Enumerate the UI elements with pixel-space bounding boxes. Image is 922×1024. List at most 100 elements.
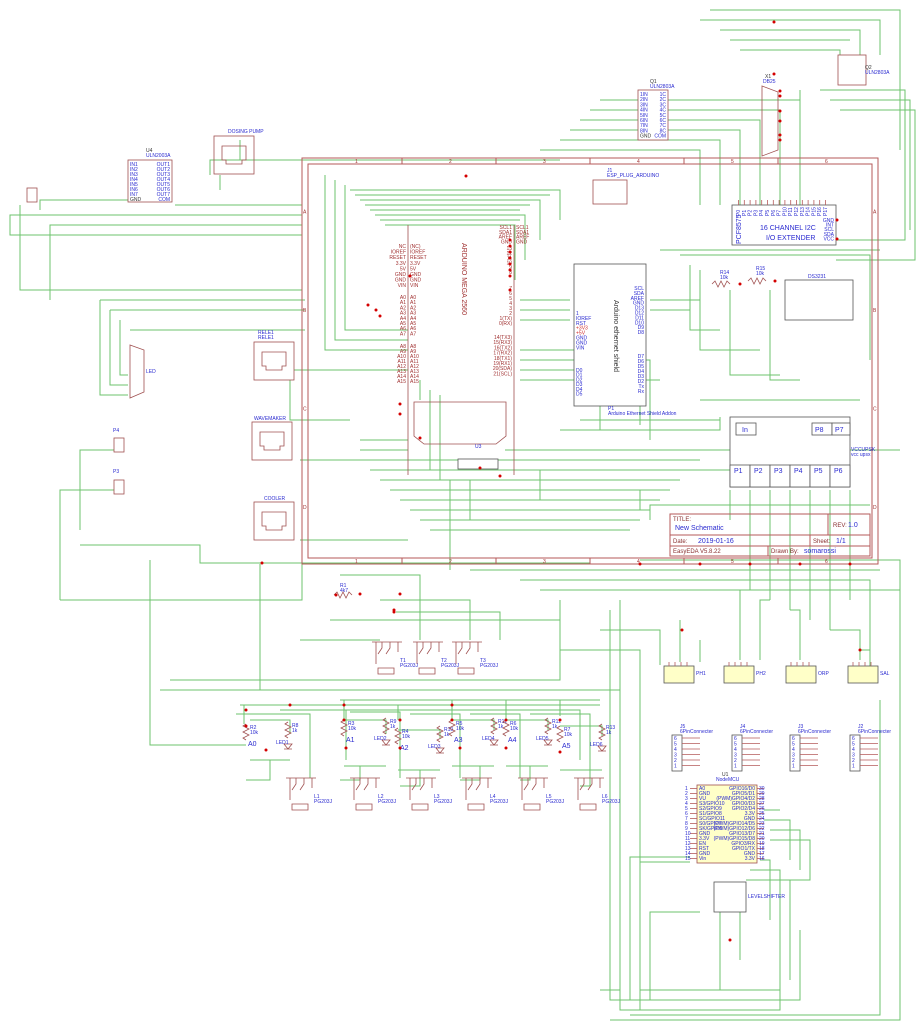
wire (280, 709, 581, 760)
vccupsx-sublabel: vcc upsx (851, 452, 871, 458)
nodemcu-pin: GND (699, 831, 711, 837)
arduino-digital-pin: 9 (509, 265, 512, 271)
relay-value: PG203J (546, 799, 565, 805)
connector-p4[interactable]: P4 (113, 428, 125, 453)
pcf-pin: P1 (742, 210, 748, 216)
nodemcu-pin-num: 9 (685, 826, 688, 832)
pcf-chip: PCF8575 (736, 214, 743, 244)
eth-pin: D3 (638, 374, 645, 380)
pcf-pin: P11 (788, 207, 794, 216)
wavemaker-jack[interactable]: WAVEMAKER (251, 416, 293, 461)
cooler-jack[interactable]: COOLER (253, 496, 295, 541)
pcf-pin: P14 (806, 207, 812, 216)
connector-p3[interactable]: P3 (113, 469, 125, 495)
resistor-r15[interactable]: R15 10k (747, 266, 767, 285)
arduino-serial-pin: 21(SCL) (493, 371, 512, 377)
resistor-r14[interactable]: R14 10k (711, 270, 731, 288)
wire (109, 309, 305, 386)
sheet-label: Sheet: (813, 539, 831, 545)
eth-pin: GND (576, 336, 588, 342)
arduino-digital-pin: 13 (506, 246, 512, 252)
connector-top-left[interactable] (26, 187, 38, 203)
vcc-box-label: P7 (835, 427, 844, 434)
probe-ph2[interactable]: PH2 (723, 662, 766, 684)
nodemcu-pin: RST (699, 846, 709, 852)
resistor-r1[interactable]: R1 4k7 (333, 583, 353, 599)
rele-jack[interactable]: RELE1 RELE1 (253, 330, 295, 381)
probe-sal[interactable]: SAL (847, 662, 890, 684)
esp-plug-arduino[interactable]: J1 ESP_PLUG_ARDUINO (592, 168, 659, 205)
nodemcu-pin-num: 13 (685, 846, 691, 852)
junction-dot (835, 237, 839, 241)
eth-pin: D7 (638, 354, 645, 360)
r1-val: 4k7 (340, 588, 348, 594)
u4-pin: OUT5 (157, 182, 171, 188)
arduino-analog-pin: A6 (400, 326, 406, 332)
date-label: Date: (673, 539, 688, 545)
channel-label: A4 (508, 737, 517, 744)
wire (639, 861, 690, 1010)
junction-dot (738, 282, 742, 286)
r15-ref: R15 (756, 266, 765, 272)
pcf-pin: P3 (753, 210, 759, 216)
junction-dot (558, 718, 562, 722)
wire (375, 214, 526, 260)
u3-module[interactable]: U3 (457, 444, 499, 470)
nodemcu-pin: GND (699, 851, 711, 857)
resistor-ref: R2 (250, 725, 257, 731)
ethernet-shield[interactable]: Arduino ethernet shield P1 Arduino Ether… (573, 263, 677, 417)
arduino-analog-name: A3 (410, 311, 416, 317)
eth-pin: D2 (638, 379, 645, 385)
pcf-pin: P7 (777, 210, 783, 216)
levelshifter-label: LEVELSHIFTER (748, 894, 785, 900)
dosing-pump-jack[interactable]: DOSING PUMP (213, 129, 264, 175)
led-ref: LED2 (374, 736, 387, 742)
connector-pin: 2 (852, 758, 855, 764)
nodemcu-pin-num: 29 (759, 791, 765, 797)
uln2803-q2[interactable]: Q2 ULN2803A (837, 54, 890, 86)
levelshifter[interactable]: LEVELSHIFTER (713, 881, 785, 913)
ds3231-rtc[interactable]: DS3231 (784, 274, 854, 321)
db25-x1[interactable]: X1 DB25 (761, 74, 779, 157)
eth-pin: D10 (635, 320, 644, 326)
pcf-pin: P10 (782, 207, 788, 216)
probe-ph1[interactable]: PH1 (663, 662, 706, 684)
nodemcu-pin-num: 6 (685, 811, 688, 817)
eth-pin: +3V3 (576, 326, 588, 332)
connector-pin: 6 (792, 736, 795, 742)
header-strip[interactable] (413, 401, 507, 445)
q1-pin: 1C (660, 92, 667, 98)
probe-orp[interactable]: ORP (785, 662, 830, 684)
nodemcu-pin-num: 23 (759, 821, 765, 827)
junction-dot (464, 174, 468, 178)
q1-pin: 5IN (640, 113, 648, 119)
led-db9-connector[interactable]: LED (129, 344, 156, 399)
arduino-analog-name: A15 (410, 379, 419, 385)
eth-pin: Rx (638, 389, 645, 395)
